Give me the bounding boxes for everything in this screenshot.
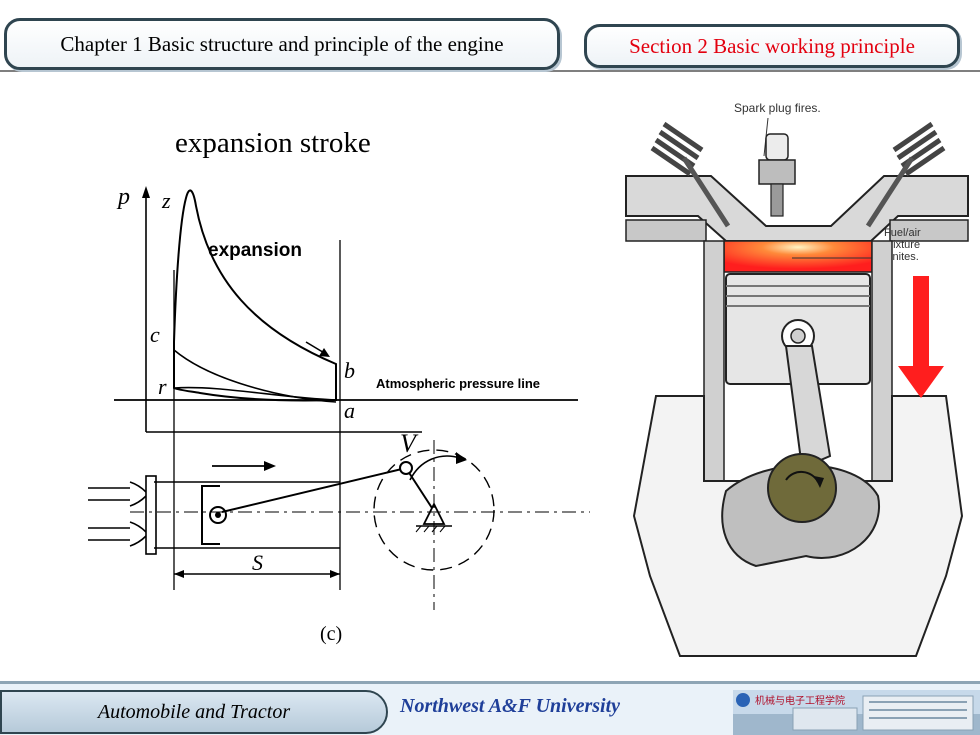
- crank-pin: [399, 461, 413, 475]
- piston-rings: [726, 285, 870, 307]
- cylinder-wall-right: [871, 240, 893, 482]
- exhaust-valve: [88, 521, 147, 547]
- pv-diagram: expansion stroke p V z expansion c r b a…: [88, 127, 590, 645]
- stroke-arrow-right: [330, 570, 340, 578]
- engine-cutaway: Spark plug fires. Fuel/air mixture ignit…: [625, 101, 969, 657]
- expansion-arrow-head: [319, 348, 330, 357]
- p-axis-arrow: [142, 186, 150, 198]
- header-divider: [0, 70, 980, 72]
- fuel-label-line2: mixture: [884, 239, 920, 251]
- point-a: a: [344, 398, 355, 423]
- compression-curve: [173, 386, 337, 401]
- bearing-hatch: [415, 525, 446, 533]
- intake-valve: [88, 481, 147, 507]
- university-name: Northwest A&F University: [400, 695, 621, 717]
- spark-plug-body: [758, 159, 796, 185]
- piston: [201, 485, 220, 545]
- p-axis-label: p: [116, 184, 130, 210]
- intake-curve: [173, 349, 337, 403]
- fuel-label-line1: Fuel/air: [884, 227, 921, 239]
- logo-text: 机械与电子工程学院: [755, 694, 845, 707]
- section-tab[interactable]: Section 2 Basic working principle: [584, 24, 960, 68]
- spark-plug-tip: [770, 183, 784, 217]
- course-title: Automobile and Tractor: [97, 700, 291, 723]
- figure-label: (c): [320, 623, 342, 645]
- stroke-arrow-left: [174, 570, 184, 578]
- intake-valve-spring: [650, 121, 731, 228]
- course-tab[interactable]: Automobile and Tractor: [0, 690, 388, 734]
- section-title: Section 2 Basic working principle: [629, 33, 915, 58]
- crank-circle: [373, 449, 495, 571]
- point-z: z: [161, 188, 171, 213]
- piston-down-arrow-shaft: [913, 276, 929, 366]
- cylinder-head-block: [625, 175, 969, 242]
- piston-motion-arrow-head: [264, 461, 276, 471]
- v-axis-label: V: [400, 429, 419, 458]
- wrist-pin-center: [790, 328, 806, 344]
- point-c: c: [150, 322, 160, 347]
- atm-label: Atmospheric pressure line: [376, 376, 540, 391]
- pv-cycle-curve: [173, 189, 337, 402]
- stroke-label: S: [252, 550, 263, 575]
- connecting-rod: [784, 345, 832, 470]
- college-logo: 机械与电子工程学院: [733, 690, 980, 735]
- exhaust-valve-spring: [865, 121, 946, 228]
- point-r: r: [158, 374, 167, 399]
- cylinder-head: [145, 475, 157, 555]
- chapter-title: Chapter 1 Basic structure and principle …: [60, 31, 504, 56]
- rotation-arrow-head: [456, 452, 467, 464]
- connecting-rod: [221, 467, 407, 513]
- crank-journal: [767, 453, 837, 523]
- piston-pin-center: [215, 512, 221, 518]
- cylinder-wall-left: [703, 240, 725, 482]
- rotation-arc: [409, 455, 461, 481]
- diagram-title: expansion stroke: [175, 127, 371, 159]
- chapter-tab[interactable]: Chapter 1 Basic structure and principle …: [4, 18, 560, 70]
- spark-label: Spark plug fires.: [734, 101, 821, 115]
- spark-plug-cap: [765, 133, 789, 161]
- crank-arm: [405, 467, 433, 509]
- footer-divider: [0, 681, 980, 684]
- piston-pin: [209, 506, 227, 524]
- point-b: b: [344, 358, 355, 383]
- curve-label-expansion: expansion: [208, 240, 302, 261]
- crank-rotation-arrow: [814, 476, 824, 488]
- combustion-chamber: [723, 240, 873, 273]
- piston-down-arrow-head: [898, 366, 944, 398]
